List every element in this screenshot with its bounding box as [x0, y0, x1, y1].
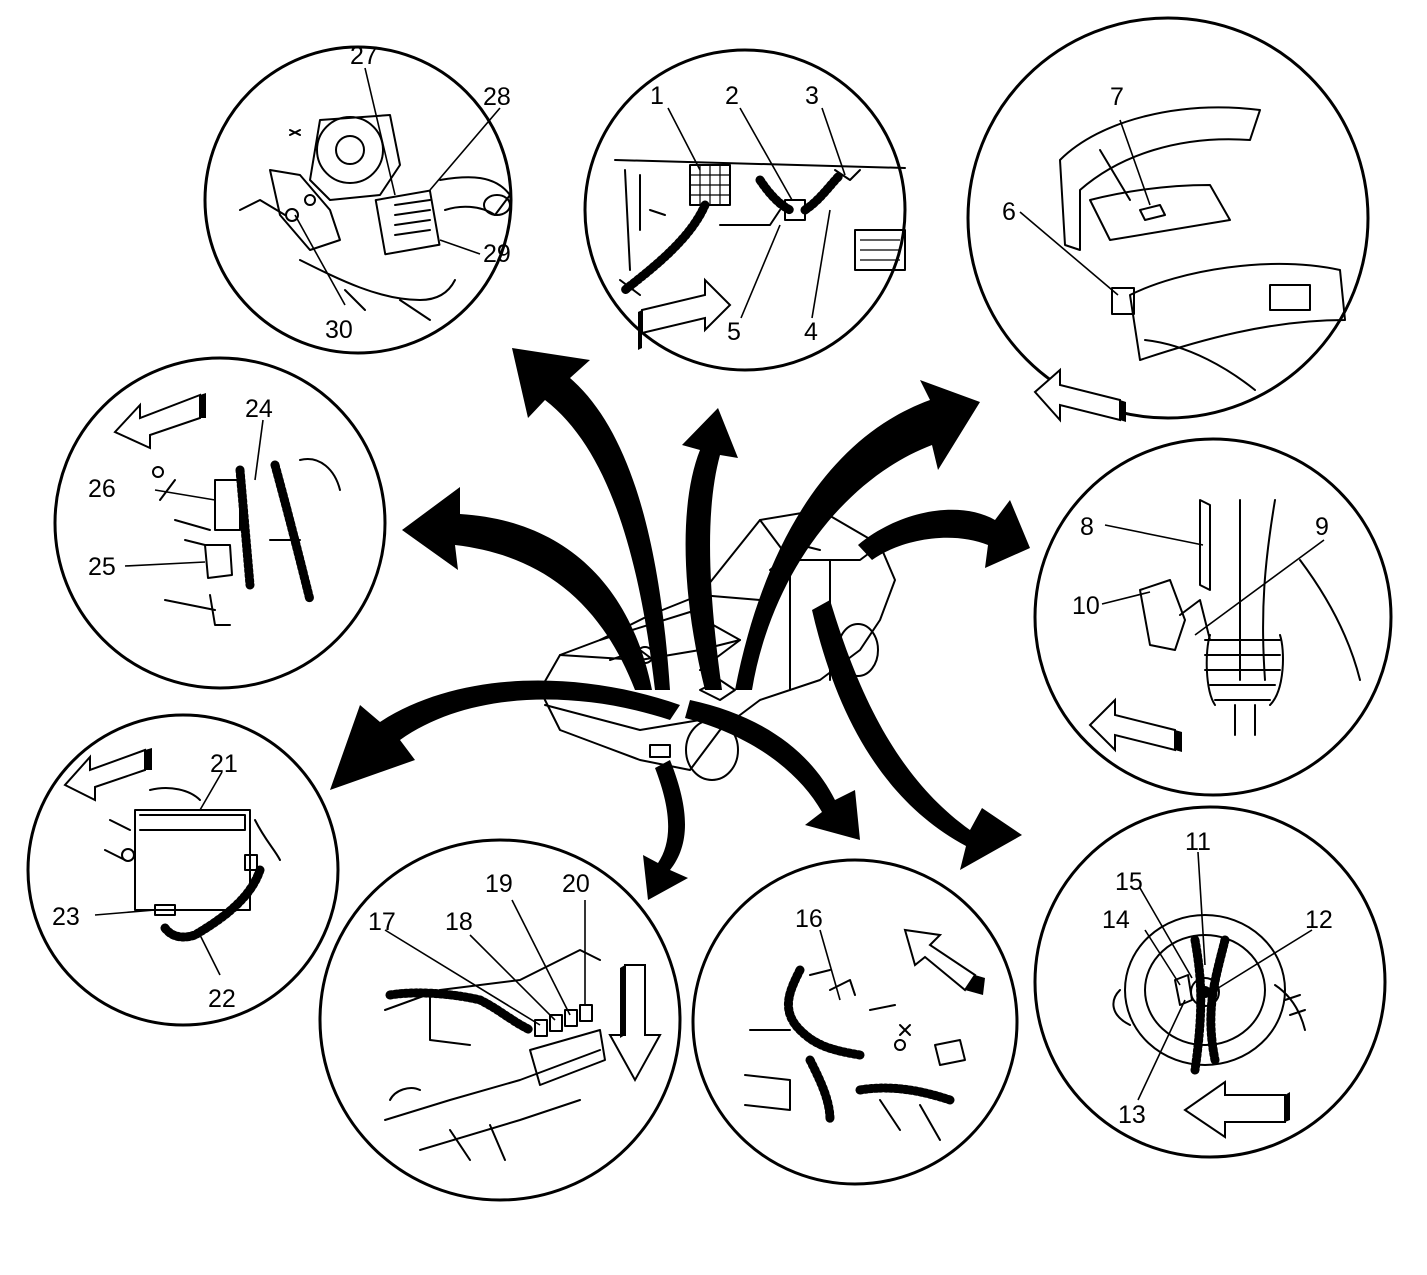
detail-view-6-7: [966, 16, 1370, 423]
callout-19: 19: [485, 870, 513, 898]
callout-17: 17: [368, 908, 396, 936]
callout-25: 25: [88, 553, 116, 581]
detail-view-1-5: [583, 48, 907, 372]
callout-9: 9: [1315, 513, 1329, 541]
callout-23: 23: [52, 903, 80, 931]
callout-5: 5: [727, 318, 741, 346]
arrow-to-view-16: [685, 700, 860, 840]
arrow-to-view-27-30: [512, 348, 670, 690]
detail-view-16: [691, 858, 1019, 1186]
callout-20: 20: [562, 870, 590, 898]
callout-8: 8: [1080, 513, 1094, 541]
arrow-to-view-17-20: [643, 760, 688, 900]
callout-21: 21: [210, 750, 238, 778]
callout-22: 22: [208, 985, 236, 1013]
detail-view-11-15: [1033, 805, 1387, 1159]
callout-26: 26: [88, 475, 116, 503]
arrow-to-view-24-26: [402, 487, 652, 690]
callout-30: 30: [325, 316, 353, 344]
callout-24: 24: [245, 395, 273, 423]
callout-11: 11: [1185, 828, 1211, 856]
callout-4: 4: [804, 318, 818, 346]
callout-16: 16: [795, 905, 823, 933]
callout-numbers: 1 2 3 4 5 6 7 8 9 10 11 12 13 14 15 16 1…: [52, 42, 1333, 1129]
detail-view-21-23: [26, 713, 340, 1027]
callout-29: 29: [483, 240, 511, 268]
detail-view-27-30: [203, 45, 513, 355]
arrow-to-view-6-7: [735, 380, 980, 690]
callout-3: 3: [805, 82, 819, 110]
arrow-to-view-21-23: [330, 680, 680, 790]
leader-lines: [94, 67, 1325, 1101]
detail-view-8-10: [1033, 437, 1393, 797]
callout-15: 15: [1115, 868, 1143, 896]
callout-18: 18: [445, 908, 473, 936]
arrow-to-view-1-5: [682, 408, 738, 690]
callout-7: 7: [1110, 83, 1124, 111]
callout-12: 12: [1305, 906, 1333, 934]
callout-2: 2: [725, 82, 739, 110]
callout-27: 27: [350, 42, 378, 70]
callout-14: 14: [1102, 906, 1130, 934]
callout-10: 10: [1072, 592, 1100, 620]
callout-6: 6: [1002, 198, 1016, 226]
pointer-arrows: [330, 348, 1030, 900]
callout-1: 1: [650, 82, 664, 110]
arrow-to-view-11-15: [812, 600, 1022, 870]
detail-view-17-20: [318, 838, 682, 1202]
detail-view-24-26: [53, 356, 387, 690]
arrow-to-view-8-10: [858, 500, 1030, 568]
callout-28: 28: [483, 83, 511, 111]
callout-13: 13: [1118, 1101, 1146, 1129]
